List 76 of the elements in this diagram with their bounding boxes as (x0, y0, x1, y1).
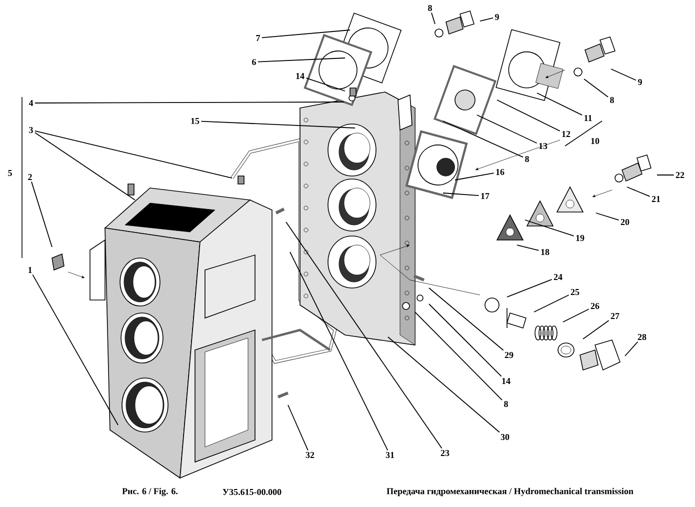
callout-number: 25 (570, 288, 580, 296)
callout-number: 27 (610, 313, 620, 319)
leader-line (258, 58, 346, 62)
leader-line (32, 274, 118, 426)
callout-number: 23 (440, 450, 450, 456)
leader-line (506, 278, 552, 298)
leader-line (34, 102, 344, 104)
callout-number: 15 (191, 118, 200, 124)
leader-line (431, 12, 436, 24)
callout-number: 4 (28, 100, 34, 106)
figure-number: Рис. 6 / Fig. 6. (122, 488, 178, 496)
callout-number: 17 (481, 193, 490, 199)
leader-line (288, 404, 308, 451)
caption: Передача гидромеханическая / Hydromechanical transmission (386, 488, 634, 496)
callout-number: 30 (500, 434, 510, 440)
callout-number: 12 (562, 131, 570, 137)
callout-number: 8 (525, 156, 529, 162)
leader-line (290, 252, 388, 451)
leader-line (286, 222, 442, 449)
leader-line (200, 120, 356, 128)
leader-line (414, 312, 502, 400)
callout-number: 8 (504, 400, 508, 408)
leader-line (34, 132, 136, 200)
leader-line (428, 304, 502, 377)
callout-number: 32 (306, 452, 314, 458)
callout-number: 2 (28, 174, 32, 180)
callout-number: 1 (28, 267, 32, 273)
leader-line (656, 174, 674, 176)
leader-line (610, 68, 636, 81)
bracket-label: 5 (8, 170, 12, 176)
callout-number: 19 (576, 234, 584, 242)
callout-number: 24 (554, 274, 562, 280)
leader-line (534, 294, 570, 312)
leader-line (496, 100, 560, 132)
callout-number: 8 (428, 4, 432, 12)
leader-line (582, 320, 610, 340)
leader-line (442, 120, 524, 158)
callout-number: 14 (296, 73, 304, 79)
callout-number: 3 (29, 126, 33, 134)
leader-line (476, 114, 538, 144)
leader-line (562, 308, 590, 322)
callout-number: 7 (256, 35, 260, 41)
callout-number: 18 (541, 248, 550, 256)
leader-line (584, 78, 608, 98)
leader-line (624, 341, 638, 356)
leader-line (480, 17, 494, 22)
callout-number: 6 (252, 58, 256, 66)
callout-number: 28 (638, 334, 646, 340)
leader-line (524, 220, 574, 236)
callout-number: 11 (584, 115, 592, 121)
callout-number: 8 (610, 96, 614, 104)
leader-line (262, 30, 350, 38)
callout-number: 26 (590, 302, 600, 310)
callout-number: 21 (652, 196, 660, 202)
leader-line (454, 172, 494, 180)
leader-line (428, 288, 504, 351)
leader-line (31, 181, 52, 248)
callout-number: 9 (495, 14, 499, 20)
callout-number: 31 (386, 452, 394, 458)
leader-line (596, 212, 620, 221)
callout-number: 9 (638, 78, 642, 86)
drawing-number: У35.615-00.000 (222, 488, 282, 496)
leader-line (306, 78, 346, 92)
callout-number: 16 (496, 168, 504, 176)
bracket-label: 10 (591, 138, 600, 144)
leader-line (536, 92, 582, 116)
leader-line (388, 336, 500, 433)
leader-line (516, 244, 540, 251)
callout-number: 13 (539, 142, 548, 150)
leader-line (442, 192, 480, 196)
leader-line (34, 130, 232, 178)
callout-number: 29 (504, 352, 514, 358)
callout-number: 20 (620, 218, 630, 226)
callout-number: 22 (676, 172, 684, 178)
leader-line (626, 186, 650, 197)
callout-number: 14 (502, 378, 510, 384)
